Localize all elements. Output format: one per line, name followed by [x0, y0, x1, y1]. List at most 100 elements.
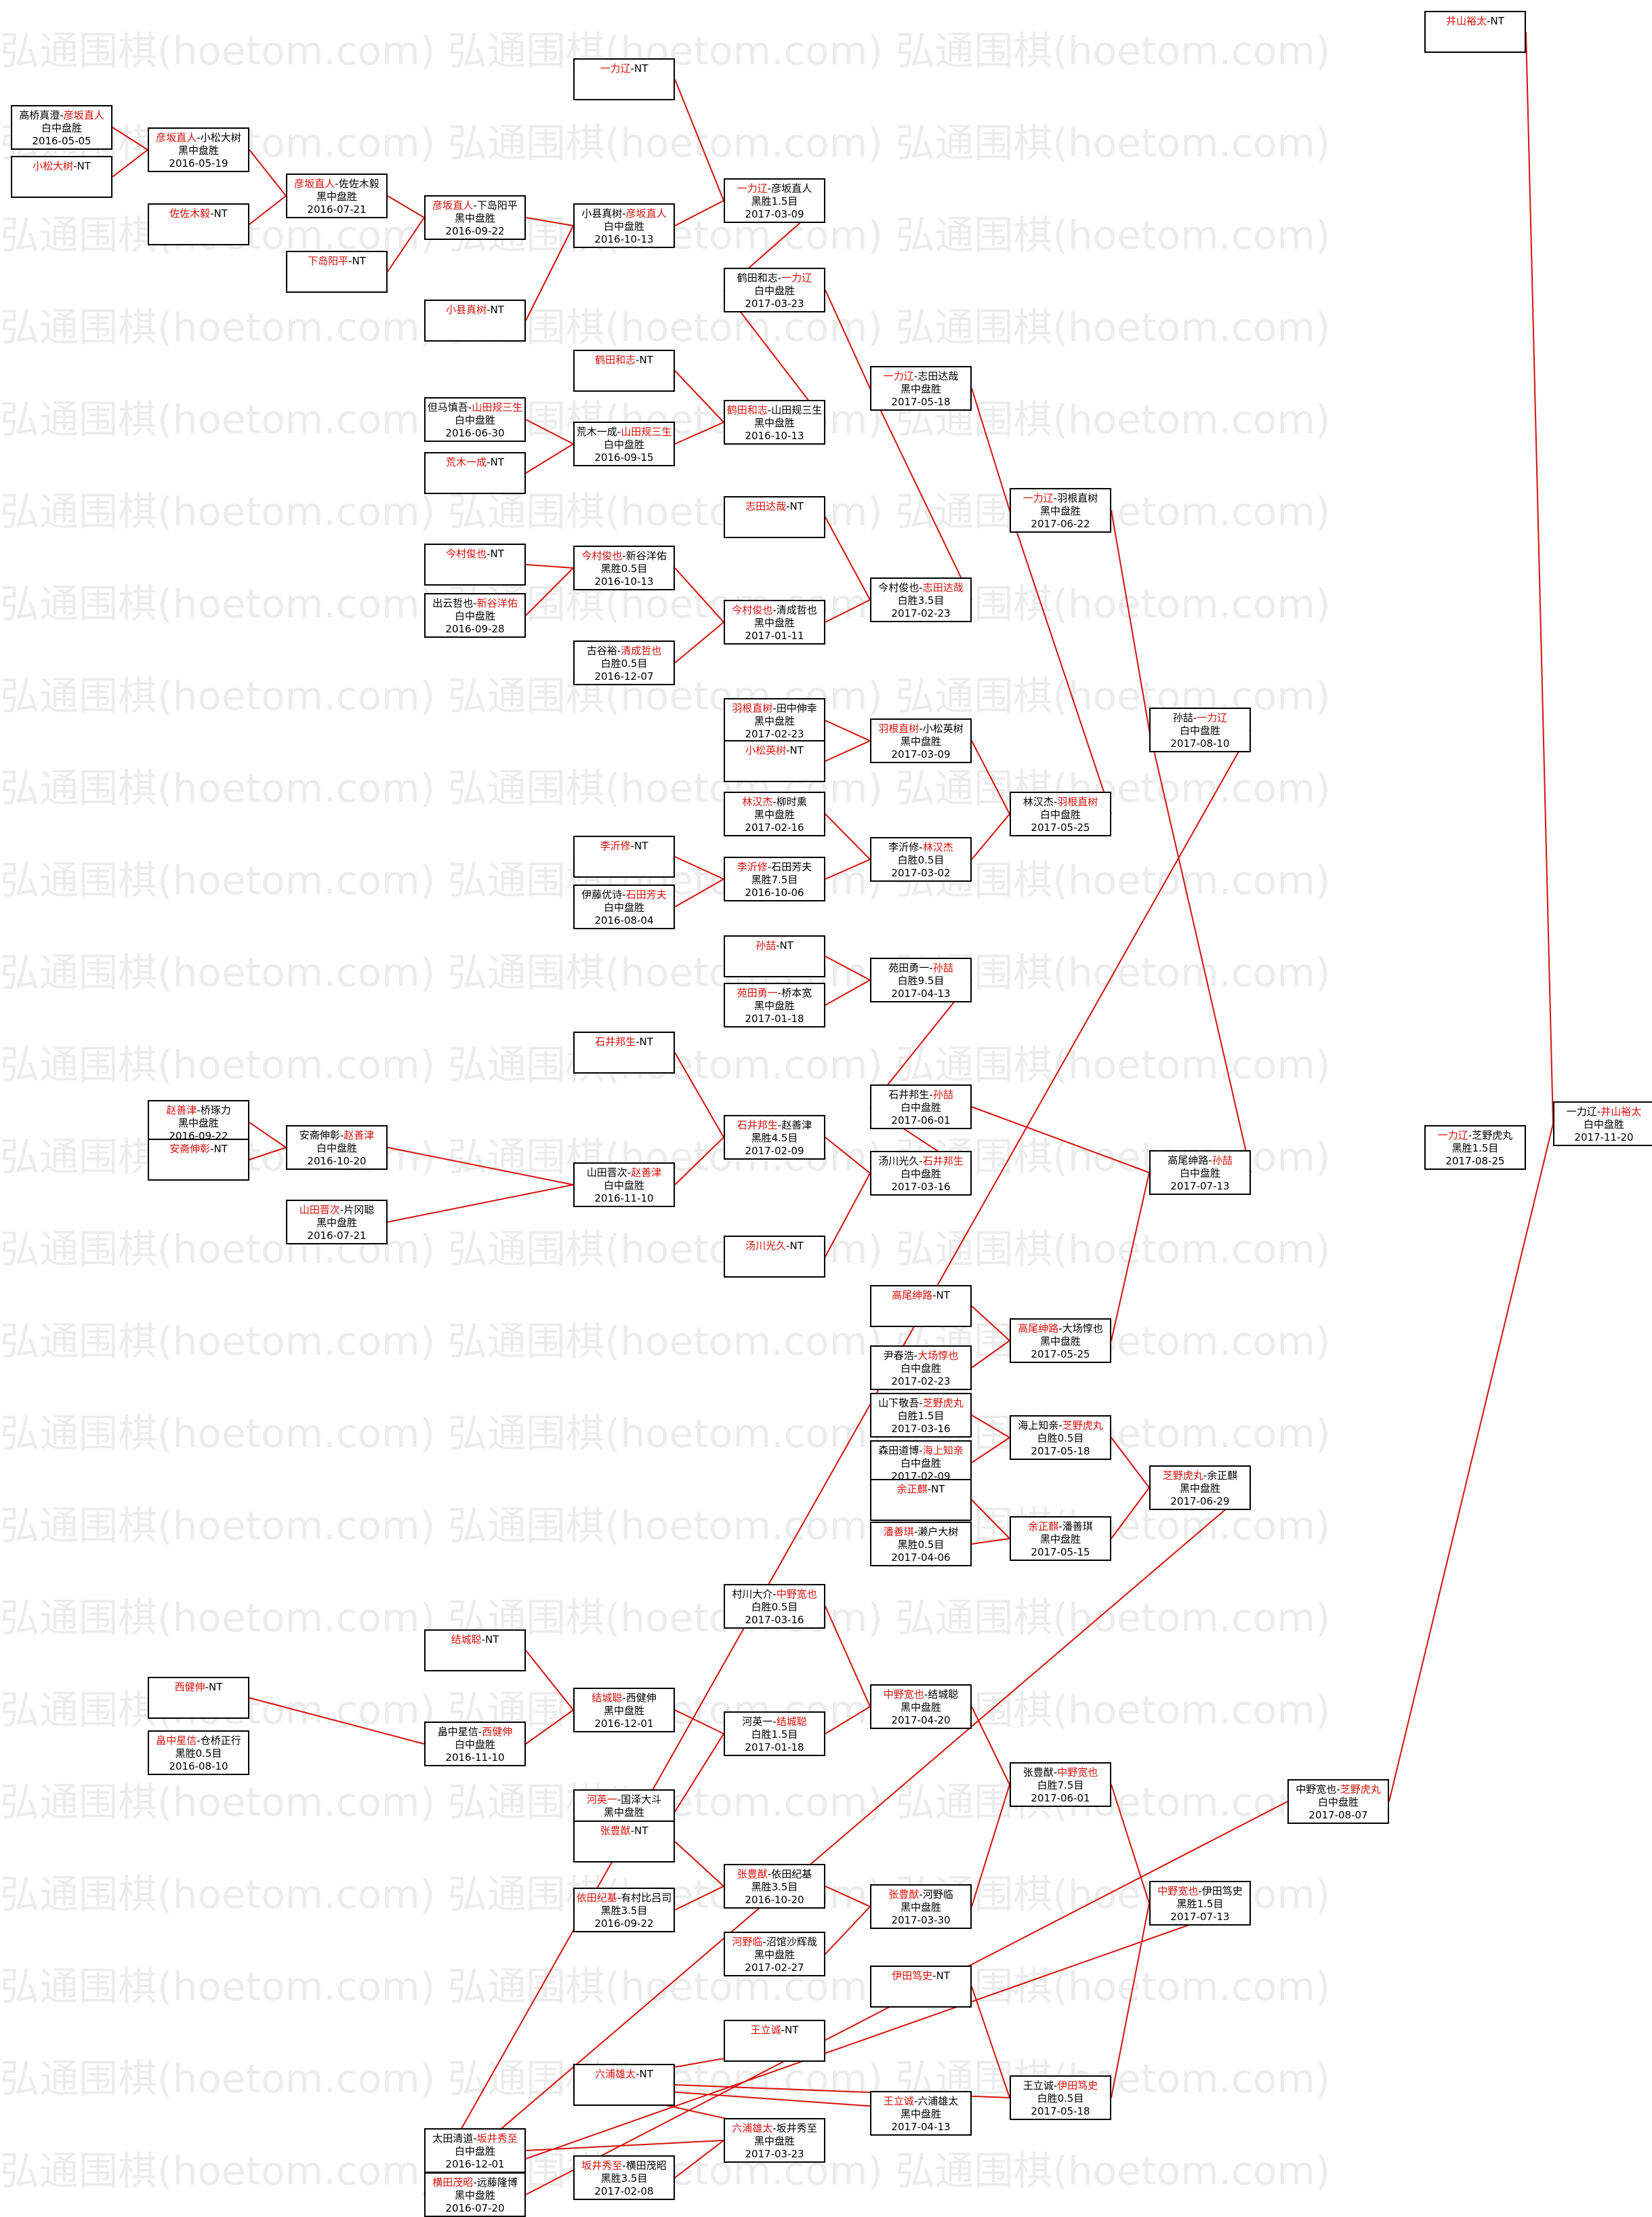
players-separator: - [335, 178, 339, 190]
player-one: 羽根直树 [732, 702, 773, 714]
match-players: 中野宽也-芝野虎丸 [1289, 1783, 1388, 1796]
bracket-connector [674, 878, 724, 908]
player-one: 鹤田和志 [726, 404, 768, 416]
match-date: 2017-04-06 [891, 1551, 951, 1564]
player-one: 安斋伸彰 [299, 1129, 340, 1141]
match-players: 张豊猷-依田纪基 [725, 1868, 824, 1881]
player-one: 石井邦生 [595, 1036, 636, 1048]
players-separator: - [197, 1734, 201, 1747]
match-players: 潘善琪-濑户大树 [871, 1526, 970, 1539]
bracket-connector [1525, 31, 1554, 1124]
player-one: 小松英树 [745, 744, 787, 756]
match-players: 一力辽-志田达哉 [871, 370, 970, 383]
player-one: 高尾绅路 [1018, 1322, 1059, 1335]
match-result: 黑中盘胜 [753, 617, 795, 629]
player-two: 大场惇也 [917, 1349, 959, 1362]
match-result: 白胜1.5目 [897, 1410, 945, 1422]
match-date: 2016-09-22 [594, 1917, 654, 1930]
player-one: 高桥真澄 [19, 109, 60, 121]
match-players: 古谷裕-清成哲也 [575, 645, 674, 657]
no-opponent-mark: -NT [786, 1240, 804, 1252]
players-separator: - [1058, 1520, 1062, 1532]
match-result: 白中盘胜 [900, 1457, 941, 1469]
match-box: 六浦雄太-NT [573, 2064, 675, 2106]
player-one: 横田茂昭 [432, 2176, 474, 2189]
match-result: 白中盘胜 [603, 220, 644, 232]
players-separator: - [767, 861, 772, 873]
players-separator: - [622, 1692, 626, 1704]
player-one: 羽根直树 [878, 723, 920, 735]
player-two: 赵善津 [344, 1129, 375, 1141]
match-result: 白中盘胜 [454, 414, 495, 426]
bracket-connector [971, 740, 1010, 815]
match-date: 2017-02-27 [745, 1961, 804, 1974]
player-one: 畠中星信 [156, 1734, 197, 1747]
player-one: 下岛阳平 [308, 255, 349, 267]
bracket-connector [1111, 1172, 1150, 1341]
player-two: 孙喆 [932, 1089, 953, 1101]
match-players: 赵善津-桥琢力 [149, 1104, 248, 1117]
players-separator: - [767, 182, 772, 195]
players-separator: - [1058, 1322, 1062, 1335]
match-date: 2016-08-04 [594, 914, 654, 927]
match-date: 2017-03-09 [891, 748, 951, 760]
match-result: 黑中盘胜 [1039, 1533, 1081, 1545]
match-players: 小县真树-彦坂直人 [575, 207, 674, 220]
match-box: 高尾绅路-NT [870, 1285, 972, 1327]
player-one: 小松大树 [33, 160, 74, 172]
bracket-connector [387, 1184, 574, 1223]
match-result: 白中盘胜 [1039, 809, 1081, 821]
match-box: 小县真树-NT [424, 300, 526, 342]
player-two: 柳时熏 [776, 796, 807, 808]
bracket-connector [674, 2140, 724, 2178]
player-one: 六浦雄太 [732, 2122, 773, 2134]
player-two: 石田芳夫 [625, 889, 667, 901]
player-two: 远藤隆博 [476, 2176, 518, 2189]
match-date: 2017-07-13 [1170, 1180, 1230, 1192]
players-separator: - [473, 2176, 477, 2189]
match-box: 井山裕太-NT [1424, 11, 1526, 53]
player-one: 高尾绅路 [1168, 1154, 1209, 1166]
player-two: 井山裕太 [1601, 1105, 1642, 1118]
player-two: 彦坂直人 [771, 182, 812, 195]
player-one: 伊田笃史 [892, 1970, 933, 1982]
player-two: 伊田笃史 [1057, 2079, 1098, 2092]
player-two: 河野临 [922, 1888, 953, 1900]
player-one: 李沂修 [737, 861, 768, 873]
player-one: 赵善津 [166, 1104, 197, 1116]
match-date: 2017-04-13 [891, 988, 951, 1000]
match-box: 小松大树-NT [11, 156, 112, 198]
match-players: 河英一-国泽大斗 [575, 1793, 674, 1806]
player-two: 下岛阳平 [476, 199, 518, 211]
match-players: 中野宽也-伊田笃史 [1151, 1885, 1250, 1898]
players-separator: - [1336, 1783, 1340, 1795]
player-one: 畠中星信 [437, 1726, 478, 1738]
match-players: 彦坂直人-小松大树 [149, 131, 248, 144]
players-separator: - [929, 962, 933, 974]
player-two: 小松英树 [922, 723, 964, 735]
player-two: 一力辽 [1197, 712, 1228, 724]
match-result: 黑胜0.5目 [600, 563, 648, 575]
match-result: 白中盘胜 [900, 1362, 941, 1375]
match-date: 2017-01-18 [745, 1741, 804, 1753]
players-separator: - [1208, 1154, 1212, 1166]
player-two: 中野宽也 [1057, 1766, 1098, 1778]
players-separator: - [777, 1119, 782, 1131]
match-box: 张豊猷-NT [573, 1821, 675, 1863]
player-two: 中野宽也 [776, 1588, 817, 1600]
match-result: 白中盘胜 [1317, 1796, 1359, 1808]
match-date: 2017-02-16 [745, 821, 804, 834]
match-result: 黑中盘胜 [603, 1705, 644, 1717]
match-result: 白中盘胜 [603, 439, 644, 451]
match-players: 张豊猷-中野宽也 [1011, 1766, 1110, 1779]
bracket-connector [1388, 1123, 1554, 1802]
bracket-connector [1111, 1784, 1150, 1904]
player-two: 有村比吕司 [621, 1892, 672, 1904]
